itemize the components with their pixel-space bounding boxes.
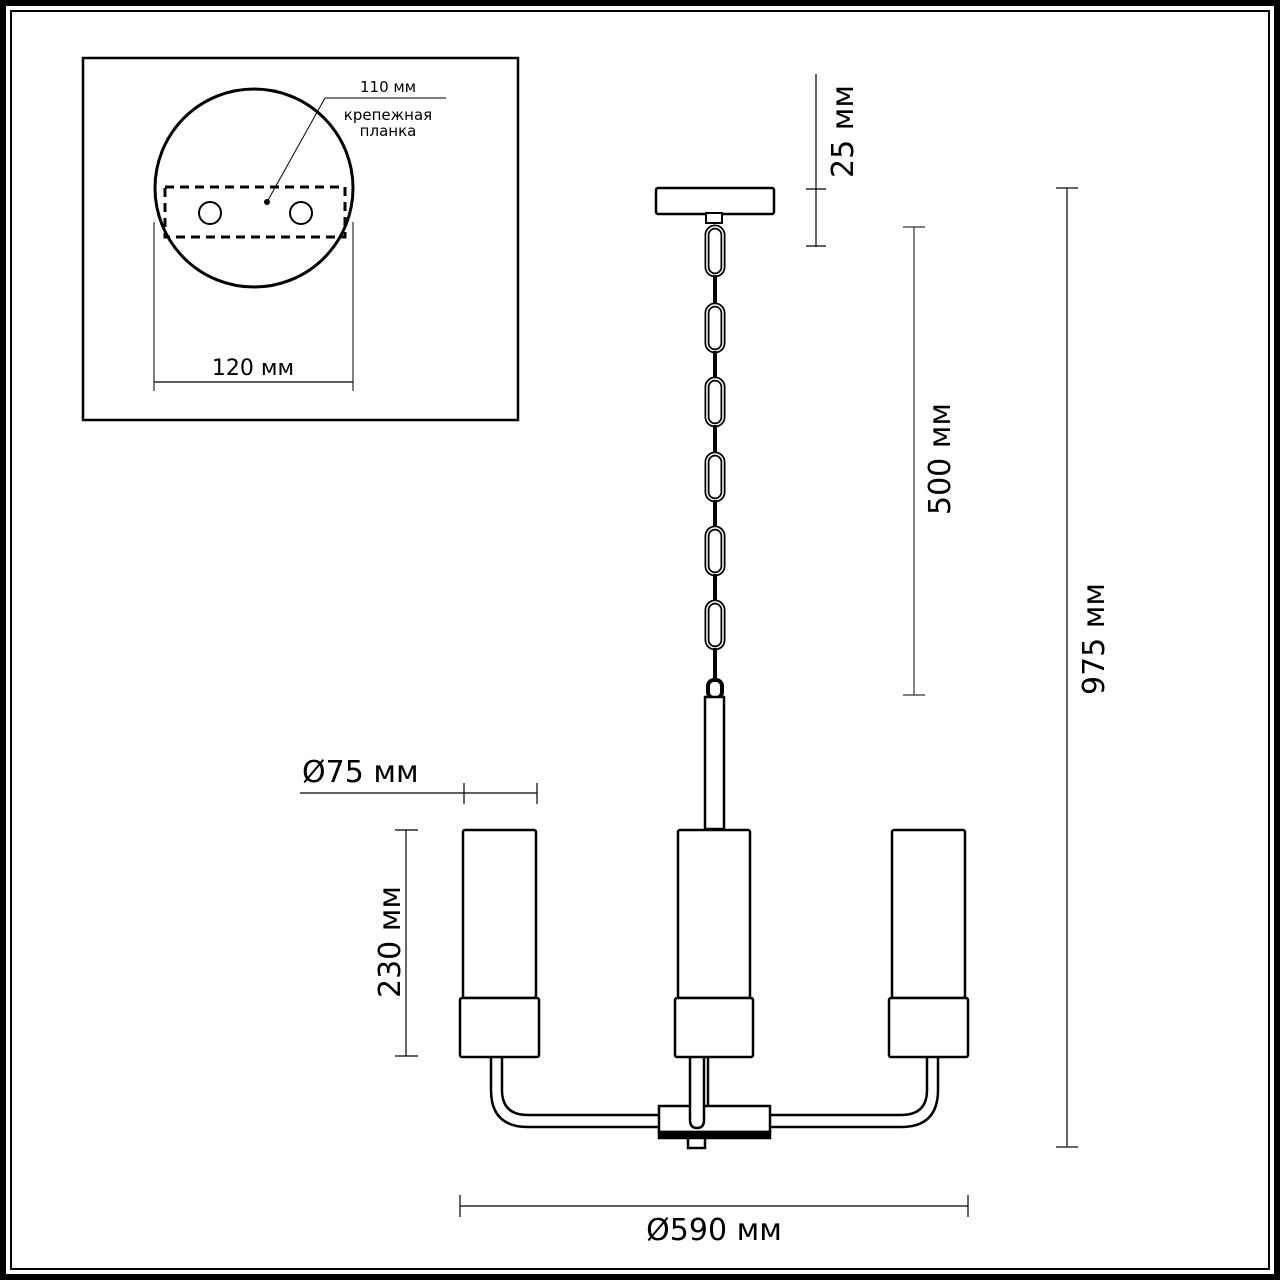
dim-canopy-height: 25 мм [806, 74, 861, 247]
chain-length-label: 500 мм [923, 403, 958, 515]
mounting-bracket-outline [163, 185, 347, 239]
leader-line [266, 97, 326, 203]
bracket-label-1: крепежная [344, 106, 432, 124]
shade-left [458, 828, 541, 1059]
chain [704, 224, 726, 700]
shade-diameter-label: Ø75 мм [302, 755, 419, 790]
canopy-circle [153, 87, 355, 289]
dim-overall-diameter: Ø590 мм [459, 1195, 969, 1248]
shade-right [887, 828, 970, 1059]
canopy-diameter-label: 120 мм [212, 356, 294, 381]
overall-diameter-label: Ø590 мм [646, 1213, 782, 1248]
central-stem [703, 695, 726, 831]
canopy-height-label: 25 мм [826, 85, 861, 178]
inset-panel: 110 мм крепежная планка 120 мм [81, 56, 520, 422]
dim-chain-length: 500 мм [903, 226, 958, 696]
dim-total-height: 975 мм [1056, 187, 1112, 1148]
dim-shade-height: 230 мм [373, 829, 418, 1057]
shade-height-label: 230 мм [373, 886, 408, 998]
arms [489, 1057, 940, 1150]
inner-frame [10, 10, 1270, 1270]
bracket-label-2: планка [360, 122, 417, 140]
dim-shade-diameter: Ø75 мм [300, 755, 538, 804]
total-height-label: 975 мм [1077, 583, 1112, 695]
bracket-length-label: 110 мм [360, 78, 416, 96]
screw-hole-left-icon [198, 201, 222, 225]
screw-hole-right-icon [289, 201, 313, 225]
shade-center [673, 828, 755, 1059]
ceiling-canopy [654, 186, 776, 224]
